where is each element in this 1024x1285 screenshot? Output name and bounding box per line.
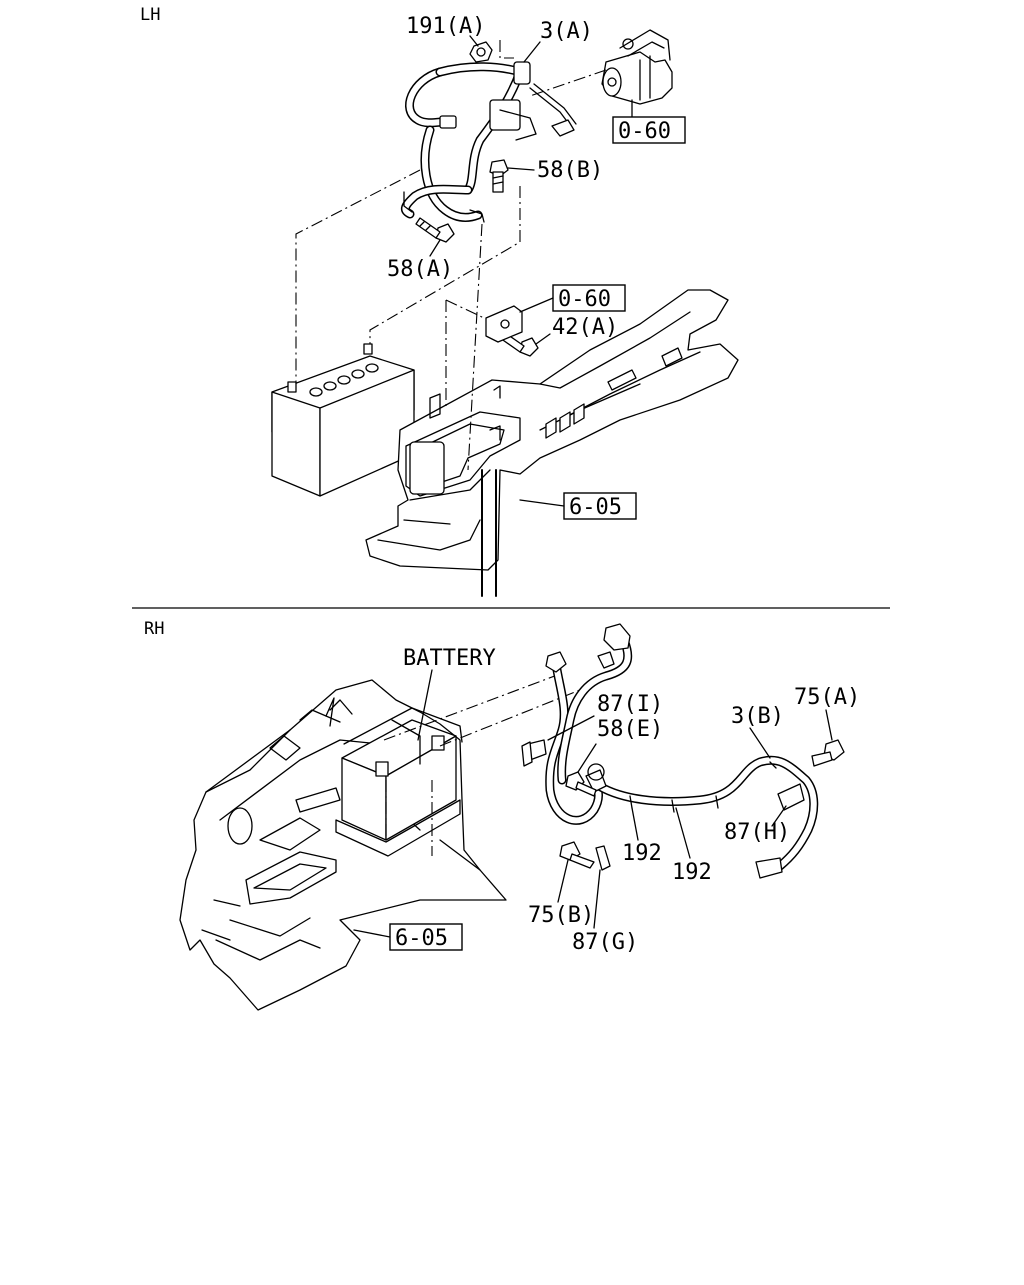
label-192-left: 192 bbox=[622, 841, 662, 866]
lh-section-label: LH bbox=[140, 5, 160, 25]
bolt-58b-illustration bbox=[489, 159, 509, 193]
rh-leader-lines bbox=[383, 673, 581, 856]
label-42a: 42(A) bbox=[552, 315, 618, 340]
rh-section: RH bbox=[144, 619, 860, 1011]
rh-harness-illustration bbox=[521, 623, 819, 879]
ref-box-rh-body[interactable]: 6-05 bbox=[389, 923, 463, 951]
lh-harness-illustration bbox=[400, 61, 577, 223]
label-87g: 87(G) bbox=[572, 930, 638, 955]
label-3b: 3(B) bbox=[731, 704, 784, 729]
label-192-right: 192 bbox=[672, 860, 712, 885]
label-3a: 3(A) bbox=[540, 19, 593, 44]
lh-section: LH bbox=[140, 5, 739, 597]
ref-bracket-text: 0-60 bbox=[558, 287, 611, 312]
ref-box-starter[interactable]: 0-60 bbox=[612, 116, 686, 144]
label-58e: 58(E) bbox=[597, 717, 663, 742]
label-58a: 58(A) bbox=[387, 257, 453, 282]
bolt-58e-illustration bbox=[565, 771, 597, 797]
ref-lh-body-text: 6-05 bbox=[569, 495, 622, 520]
bolt-58a-illustration bbox=[415, 217, 455, 243]
rh-battery-illustration bbox=[335, 707, 463, 857]
lh-body-panel-illustration bbox=[365, 289, 739, 597]
label-75b: 75(B) bbox=[528, 903, 594, 928]
label-191a: 191(A) bbox=[406, 14, 485, 39]
label-58b: 58(B) bbox=[537, 158, 603, 183]
rh-section-label: RH bbox=[144, 619, 164, 639]
ref-starter-text: 0-60 bbox=[618, 119, 671, 144]
lh-battery-illustration bbox=[271, 343, 415, 497]
ref-box-bracket[interactable]: 0-60 bbox=[552, 284, 626, 312]
starter-motor-illustration bbox=[601, 29, 673, 105]
label-87h: 87(H) bbox=[724, 820, 790, 845]
lh-leader-lines bbox=[295, 40, 607, 471]
label-87i: 87(I) bbox=[597, 692, 663, 717]
nut-191a-illustration bbox=[469, 41, 493, 63]
rh-body-panel-illustration bbox=[179, 679, 507, 1011]
bracket-illustration bbox=[485, 305, 523, 343]
label-75a: 75(A) bbox=[794, 685, 860, 710]
bolt-75a-illustration bbox=[811, 739, 845, 767]
label-battery: BATTERY bbox=[403, 646, 496, 671]
ref-rh-body-text: 6-05 bbox=[395, 926, 448, 951]
ref-box-lh-body[interactable]: 6-05 bbox=[563, 492, 637, 520]
bolt-75b-illustration bbox=[559, 841, 595, 869]
